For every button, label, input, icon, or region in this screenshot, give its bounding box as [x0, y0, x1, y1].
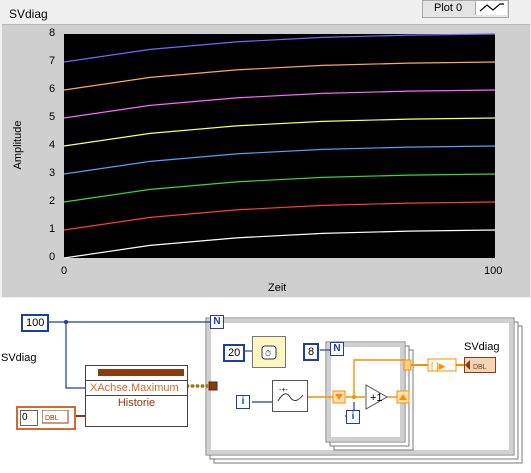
plot-legend[interactable]: Plot 0 [422, 0, 509, 18]
inner-iteration-terminal: i [346, 410, 360, 424]
empty-array-constant[interactable]: 0 DBL [16, 406, 76, 430]
series-line-1 [63, 201, 496, 231]
legend-plot-name: Plot 0 [434, 2, 463, 14]
inner-loop-count-terminal[interactable]: N [330, 342, 344, 356]
x-axis-label: Zeit [268, 282, 287, 294]
svg-text:[ ]▶: [ ]▶ [431, 361, 446, 371]
stopwatch-icon: ⏱ [260, 343, 278, 364]
property-xaxis-maximum[interactable]: XAchse.Maximum [86, 381, 187, 396]
indicator-label: SVdiag [464, 341, 500, 353]
svdiag-indicator[interactable]: DBL [464, 357, 496, 373]
series-line-2 [63, 173, 496, 203]
svg-text:+1: +1 [370, 392, 383, 404]
property-node-header: SVdiag [1, 352, 187, 381]
wait-ms-node[interactable]: ⏱ [252, 336, 286, 368]
series-line-4 [63, 117, 496, 147]
svg-text:DBL: DBL [473, 364, 487, 371]
series-line-5 [63, 89, 496, 119]
front-panel: SVdiag Plot 0 8 7 6 5 4 3 2 1 0 0 100 Am… [0, 0, 531, 298]
plot-area[interactable] [2, 25, 530, 297]
array-index: 0 [20, 410, 38, 426]
y-tick-label: 6 [49, 83, 56, 95]
y-axis-label: Amplitude [12, 120, 24, 170]
y-tick-label: 3 [49, 167, 56, 179]
iteration-terminal: i [236, 395, 250, 409]
constant-100[interactable]: 100 [21, 314, 50, 332]
svg-text:⏱: ⏱ [265, 349, 271, 358]
y-tick-label: 2 [49, 195, 56, 207]
constant-20[interactable]: 20 [223, 344, 246, 362]
y-tick-label: 0 [49, 251, 56, 263]
dbl-array-icon: DBL [41, 409, 70, 429]
waveform-generator-node[interactable]: -+- [272, 380, 308, 412]
property-history[interactable]: Historie [117, 397, 156, 409]
block-diagram: +1 [ ]▶ 100 N 20 8 N i i ⏱ -+- SVdiag XA… [0, 298, 531, 473]
y-tick-label: 8 [49, 27, 56, 39]
y-tick-label: 5 [49, 111, 56, 123]
series-line-6 [63, 61, 496, 91]
graph-terminal-icon: DBL [465, 359, 495, 376]
svg-text:-+-: -+- [279, 387, 288, 394]
y-tick-label: 4 [49, 139, 56, 151]
series-line-0 [63, 229, 496, 259]
waveform-icon: -+- [275, 383, 305, 412]
x-tick-label: 100 [484, 265, 503, 277]
graph-label: SVdiag [9, 7, 48, 21]
wires: +1 [ ]▶ [46, 317, 523, 464]
y-tick-label: 7 [49, 55, 56, 67]
property-node-label: SVdiag [1, 352, 37, 364]
constant-8[interactable]: 8 [303, 343, 320, 361]
y-tick-label: 1 [49, 223, 56, 235]
x-tick-label: 0 [61, 265, 68, 277]
plot-line-icon[interactable] [475, 1, 507, 15]
series-line-7 [63, 33, 496, 63]
loop-count-terminal[interactable]: N [210, 315, 224, 329]
waveform-graph [2, 24, 530, 297]
series-line-3 [63, 145, 496, 175]
property-node[interactable]: SVdiag XAchse.Maximum Historie [1, 352, 188, 427]
svg-text:DBL: DBL [45, 415, 59, 422]
